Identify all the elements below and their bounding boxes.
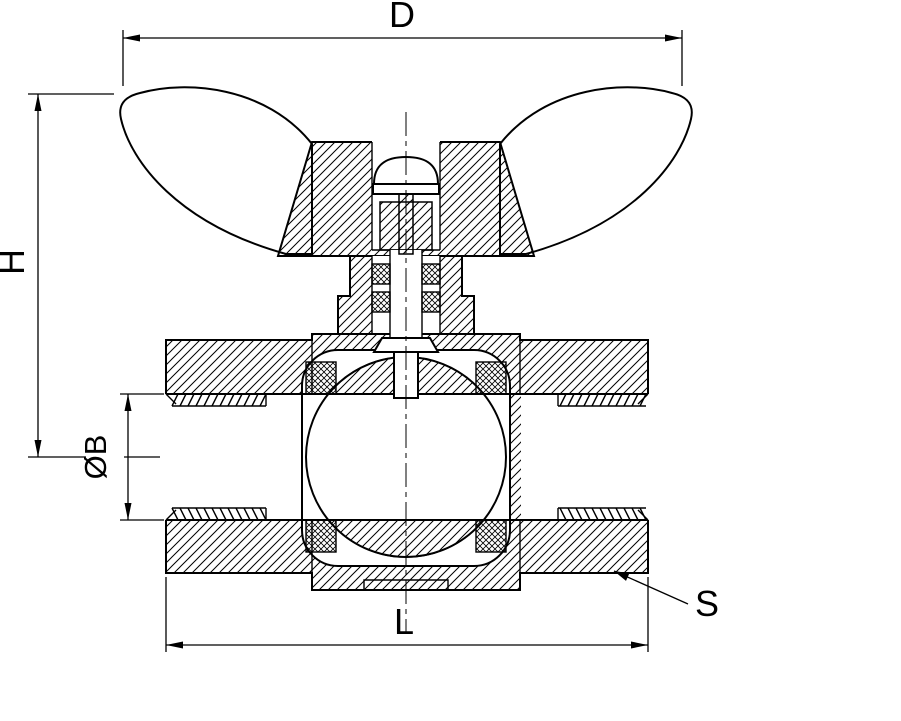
seat [475, 519, 507, 553]
o-ring [421, 291, 441, 313]
arrow-up-icon [34, 94, 42, 111]
arrow-right-icon [665, 34, 682, 42]
dim-label-ob: ØB [78, 435, 113, 480]
seat [305, 519, 337, 553]
seat [475, 361, 507, 395]
handle-wings [119, 86, 693, 255]
dimension-l: L [165, 577, 649, 652]
o-ring [371, 291, 391, 313]
bore-left [163, 394, 311, 520]
dim-label-l: L [394, 601, 414, 642]
dim-label-d: D [389, 0, 415, 35]
ball-bottom-section [326, 519, 486, 558]
ball-seats [305, 361, 507, 553]
o-ring [421, 263, 441, 285]
arrow-down-icon [34, 440, 42, 457]
stem-seals [371, 263, 441, 313]
dimension-ob: ØB [78, 393, 164, 521]
arrow-right-icon [631, 641, 648, 649]
threads-right [557, 393, 649, 521]
arrow-left-icon [123, 34, 140, 42]
bore-right [521, 394, 651, 520]
o-ring [371, 263, 391, 285]
dimension-h: H [0, 93, 160, 458]
handle-wing-left [119, 86, 313, 255]
handle-wing-right [499, 86, 693, 255]
dim-label-s: S [695, 583, 719, 624]
arrow-up-icon [124, 394, 132, 411]
threads-left [165, 393, 267, 521]
leader-arrow-icon [614, 571, 630, 581]
valve-body [163, 333, 651, 591]
seat [305, 361, 337, 395]
dimension-d: D [122, 0, 683, 86]
arrow-down-icon [124, 503, 132, 520]
dim-label-h: H [0, 249, 32, 275]
arrow-left-icon [166, 641, 183, 649]
s-callout: S [613, 570, 719, 624]
